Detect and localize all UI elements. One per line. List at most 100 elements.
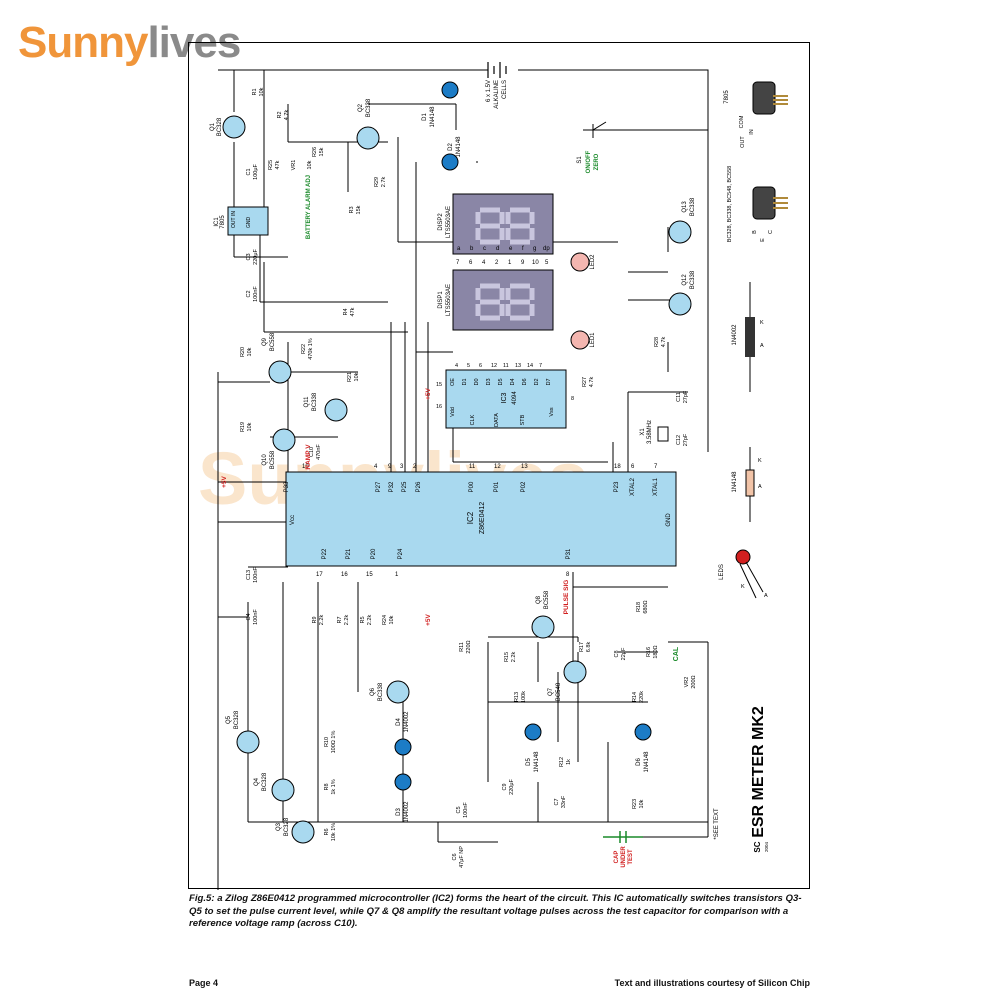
ic3-shift-register: IC3 4094 OE D1 D0 D3 D5 D4 D6 D2 D7 Vdd … xyxy=(436,363,574,429)
r11-label: R11 xyxy=(459,642,465,652)
r25-label: R25 xyxy=(268,160,274,170)
r19-label: R19 xyxy=(240,422,246,432)
c13-label: C13 xyxy=(246,570,252,580)
pulse-sig-label: PULSE SIG xyxy=(563,580,570,615)
x1-value: 3.58MHz xyxy=(647,420,653,444)
disp-seg-dp: dp xyxy=(543,246,550,252)
ic3-data: DATA xyxy=(494,413,500,427)
c7-value: 33nF xyxy=(561,795,567,808)
ic3-pin16: 16 xyxy=(436,404,442,410)
ic2-p24: P24 xyxy=(398,548,404,559)
r21-label: R21 xyxy=(347,372,353,382)
ic2-pin6: 6 xyxy=(631,464,635,470)
pinout-4148-k: K xyxy=(758,458,762,464)
q6-part: BC338 xyxy=(378,682,384,701)
c9-value: 220μF xyxy=(509,779,515,795)
r10-label: R10 xyxy=(324,737,330,747)
ic2-p22: P22 xyxy=(322,548,328,559)
diode-d5: D5 1N4148 xyxy=(524,723,542,773)
r13-value: 100k xyxy=(521,691,527,703)
c5-value: 100nF xyxy=(463,802,469,818)
q4-part: BC328 xyxy=(262,772,268,791)
pinout-leds-a: A xyxy=(764,593,768,599)
r7-value: 2.2k xyxy=(344,615,350,626)
disp-seg-e: e xyxy=(509,246,513,252)
diode-d1: D1 1N4148 xyxy=(422,81,459,128)
ic2-p21: P21 xyxy=(346,548,352,559)
led1-label: LED1 xyxy=(590,332,596,348)
r11-value: 220Ω xyxy=(466,640,472,653)
r26-value: 15k xyxy=(319,147,325,156)
q11-part: BC338 xyxy=(312,392,318,411)
disp-pin-2: 2 xyxy=(495,260,499,266)
c11-value: 27pF xyxy=(683,390,689,403)
transistor-q9: Q9 BC558 xyxy=(262,332,292,384)
x1-ref: X1 xyxy=(640,428,646,436)
ic2-pin13: 13 xyxy=(521,464,528,470)
switch-zero: ZERO xyxy=(594,153,600,170)
ic3-d4: D4 xyxy=(510,378,516,385)
figure-caption: Fig.5: a Zilog Z86E0412 programmed micro… xyxy=(189,893,802,929)
pinout-7805-name: 7805 xyxy=(724,90,730,104)
q3-part: BC328 xyxy=(284,817,290,836)
vr1-value: 10k xyxy=(307,160,313,169)
ic1-out: OUT xyxy=(231,217,237,228)
pinout-1n4148: 1N4148 A K xyxy=(732,447,762,522)
r12-label: R12 xyxy=(559,757,565,767)
sc-year: 2004 xyxy=(764,841,769,852)
ic3-pin5: 5 xyxy=(467,363,470,369)
r8-label: R8 xyxy=(324,783,330,790)
r3-value: 15k xyxy=(356,205,362,214)
disp1-part: LTS5503AE xyxy=(446,284,452,316)
schematic-frame xyxy=(188,42,810,889)
ic2-pin18: 18 xyxy=(614,464,621,470)
display-pin-numbers: 7 6 4 2 1 9 10 5 a b c d e f g dp xyxy=(456,246,550,266)
cut-label3: TEST xyxy=(628,849,634,865)
c10-value: 470nF xyxy=(316,444,322,460)
d4-ref: D4 xyxy=(396,718,402,726)
ic3-pin8: 8 xyxy=(571,396,574,402)
r1-label: R1 xyxy=(252,88,258,95)
disp2-part: LTS5503AE xyxy=(446,206,452,238)
ic2-p01: P01 xyxy=(494,481,500,492)
q10-part: BC558 xyxy=(270,450,276,469)
ic3-d2: D2 xyxy=(534,378,540,385)
r15-value: 2.2k xyxy=(511,652,517,663)
ic2-p20: P20 xyxy=(371,548,377,559)
ic2-pin4: 4 xyxy=(374,464,378,470)
footer-credit: Text and illustrations courtesy of Silic… xyxy=(614,978,810,988)
transistor-q7: Q7 BC548 xyxy=(548,660,587,701)
ic2-vcc: Vcc xyxy=(290,515,296,525)
resistor-labels: R1 10k R2 4.7k R26 15k R25 47k VR1 10k R… xyxy=(240,87,697,841)
q3-ref: Q3 xyxy=(276,822,282,831)
disp-seg-f: f xyxy=(522,246,524,252)
r28-label: R28 xyxy=(654,337,660,347)
ic2-p27: P27 xyxy=(376,481,382,492)
c6-value: 47μF NP xyxy=(459,846,465,868)
pinout-7805-out: OUT xyxy=(740,136,746,148)
transistor-q4: Q4 BC328 xyxy=(254,772,295,802)
disp-pin-5: 5 xyxy=(545,260,549,266)
ic3-clk: CLK xyxy=(470,414,476,425)
c1-label: C1 xyxy=(246,168,252,175)
q13-part: BC338 xyxy=(690,197,696,216)
supply-label-q8: +5V xyxy=(425,613,432,625)
ic3-pin6: 6 xyxy=(479,363,482,369)
r16-value: 180Ω xyxy=(653,645,659,658)
r19-value: 10k xyxy=(247,422,253,431)
r6-value: 10k 1% xyxy=(331,823,337,841)
ic3-ref: IC3 xyxy=(501,392,508,403)
c8-value: 22μF xyxy=(621,647,627,660)
c12-label: C12 xyxy=(676,435,682,445)
q8-part: BC558 xyxy=(544,590,550,609)
r3-label: R3 xyxy=(349,206,355,213)
r26-label: R26 xyxy=(312,147,318,157)
ic3-d0: D0 xyxy=(474,378,480,385)
q1-part: BC328 xyxy=(217,117,223,136)
r14-value: 220k xyxy=(639,691,645,703)
ic3-vss: Vss xyxy=(549,407,555,416)
battery-label2: ALKALINE xyxy=(494,80,500,109)
q5-ref: Q5 xyxy=(226,715,232,724)
q4-ref: Q4 xyxy=(254,777,260,786)
ic3-d5: D5 xyxy=(498,378,504,385)
